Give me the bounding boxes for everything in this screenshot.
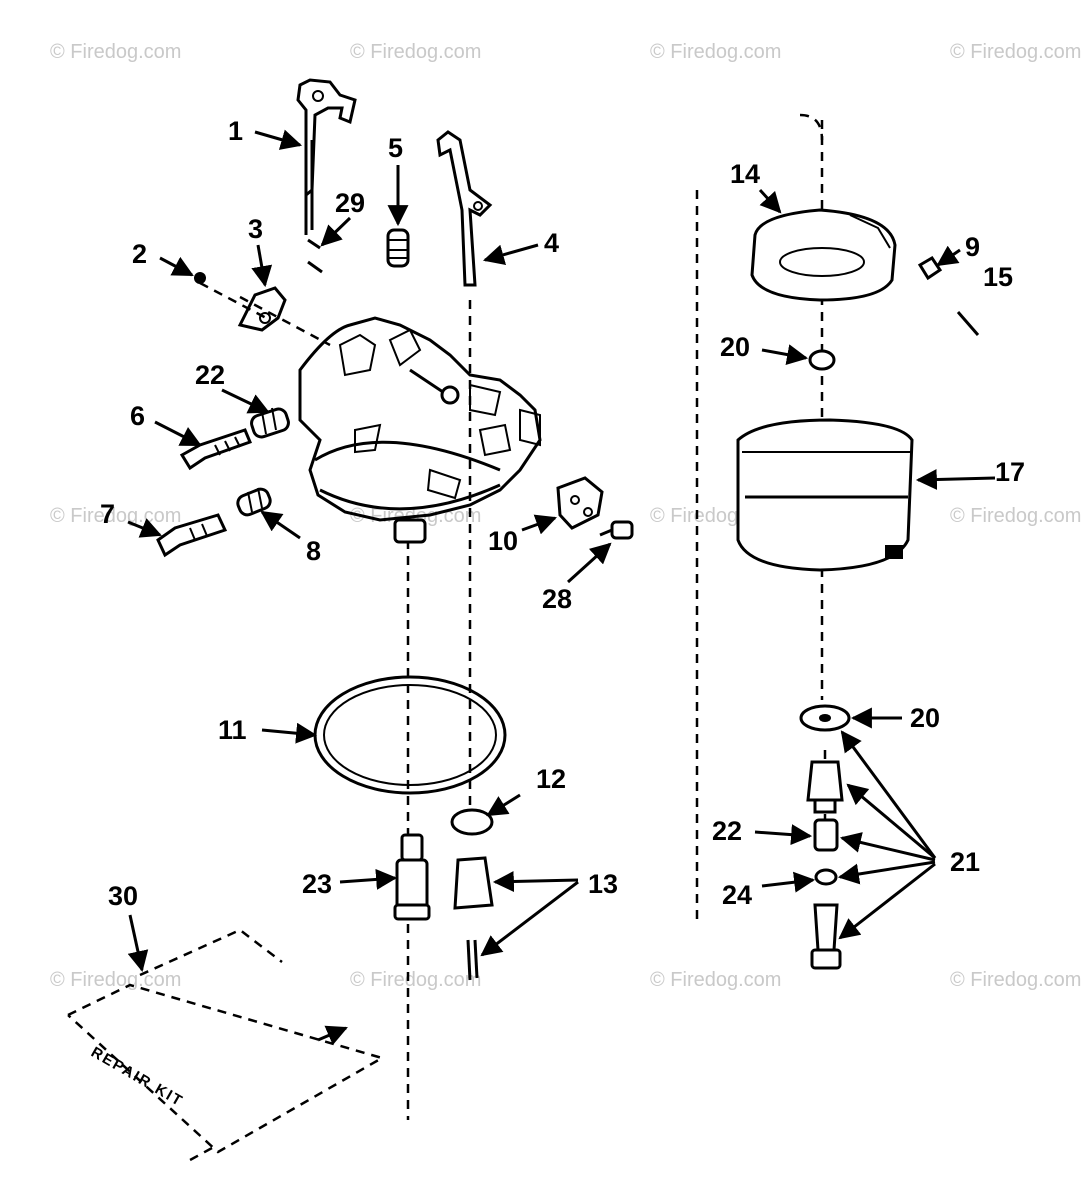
float-part (750, 208, 897, 302)
callout-5: 5 (388, 133, 403, 163)
callout-14: 14 (730, 159, 760, 189)
bracket-part (556, 476, 604, 530)
callout-29: 29 (335, 188, 365, 218)
float-hinge-part (917, 255, 980, 336)
watermark-text: © Firedog.com (350, 41, 481, 63)
callout-22-left: 22 (195, 360, 225, 390)
main-jet-part (393, 833, 431, 921)
main-mixture-screw-part (179, 428, 252, 471)
watermark-text: © Firedog.com (950, 505, 1081, 527)
throttle-shaft-part (296, 78, 357, 235)
watermark-text: © Firedog.com (50, 969, 181, 991)
watermark-text: © Firedog.com (650, 41, 781, 63)
callout-17: 17 (995, 457, 1025, 487)
callout-2: 2 (132, 239, 147, 269)
float-needle-seat-part (450, 808, 494, 981)
callout-20-upper: 20 (720, 332, 750, 362)
watermark-text: © Firedog.com (950, 969, 1081, 991)
watermark-text: © Firedog.com (350, 969, 481, 991)
callout-9: 9 (965, 232, 980, 262)
bowl-washer-part (799, 704, 851, 732)
callout-23: 23 (302, 869, 332, 899)
repair-kit-label: REPAIR KIT (88, 1044, 186, 1111)
float-bowl-part (736, 418, 914, 572)
callout-12: 12 (536, 764, 566, 794)
watermark-text: © Firedog.com (650, 969, 781, 991)
callout-1: 1 (228, 116, 243, 146)
throttle-plate-part (194, 272, 287, 332)
callout-24: 24 (722, 880, 752, 910)
bowl-gasket-upper-part (808, 349, 836, 371)
bowl-screw-stack-part (806, 760, 844, 970)
shaft-screw-part (307, 238, 323, 274)
carburetor-body (298, 316, 542, 544)
watermark-text: © Firedog.com (50, 41, 181, 63)
gasket-ring-part (313, 675, 507, 795)
callout-20-lower: 20 (910, 703, 940, 733)
callout-13: 13 (588, 869, 618, 899)
callout-22-right: 22 (712, 816, 742, 846)
callout-6: 6 (130, 401, 145, 431)
callout-labels: 1 2 3 4 5 6 7 8 9 10 11 12 13 14 15 17 2… (100, 116, 1025, 911)
callout-8: 8 (306, 536, 321, 566)
repair-kit-part: REPAIR KIT (67, 928, 386, 1162)
idle-spring-part (236, 487, 272, 517)
leader-lines (127, 129, 996, 973)
watermark-text: © Firedog.com (50, 505, 181, 527)
callout-11: 11 (218, 715, 247, 745)
callout-10: 10 (488, 526, 518, 556)
callout-21: 21 (950, 847, 980, 877)
watermarks: © Firedog.com © Firedog.com © Firedog.co… (50, 41, 1081, 991)
callout-28: 28 (542, 584, 572, 614)
choke-shaft-part (436, 130, 493, 287)
watermark-text: © Firedog.com (950, 41, 1081, 63)
spring-part (386, 228, 410, 268)
callout-30: 30 (108, 881, 138, 911)
bracket-screw-part (599, 520, 634, 540)
callout-15: 15 (983, 262, 1013, 292)
callout-4: 4 (544, 228, 559, 258)
callout-3: 3 (248, 214, 263, 244)
mixture-spring-part (250, 407, 290, 439)
idle-mixture-screw-part (156, 513, 228, 558)
callout-7: 7 (100, 499, 115, 529)
